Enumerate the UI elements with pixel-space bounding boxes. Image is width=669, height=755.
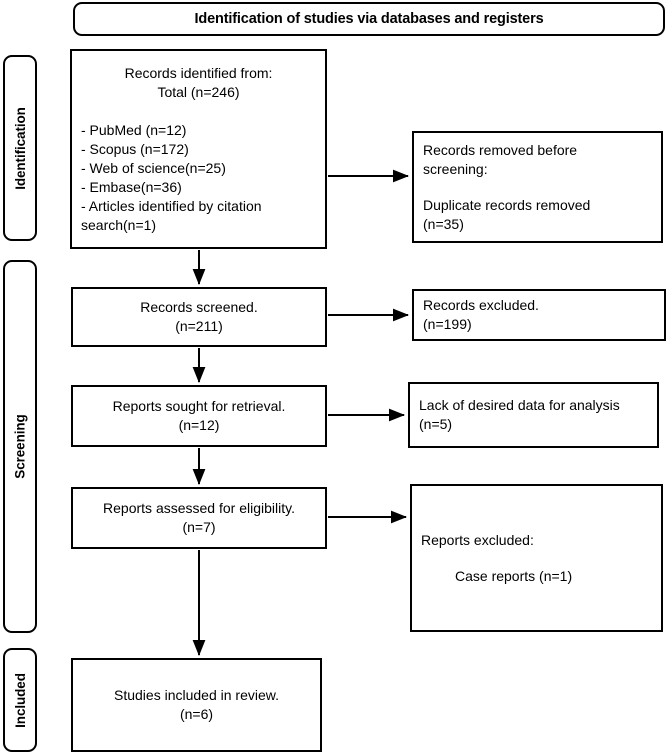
box-records-screened: Records screened. (n=211)	[71, 287, 327, 347]
records-identified-source-web-of-science: - Web of science(n=25)	[81, 159, 226, 176]
reports-excluded-line-2: Case reports (n=1)	[455, 567, 573, 584]
reports-sought-line-1: Reports sought for retrieval.	[112, 398, 286, 414]
box-reports-assessed: Reports assessed for eligibility. (n=7)	[71, 487, 327, 549]
records-identified-source-embase: - Embase(n=36)	[81, 178, 182, 195]
records-identified-source-scopus: - Scopus (n=172)	[81, 140, 189, 157]
lack-of-data-line-1: Lack of desired data for analysis	[419, 397, 620, 413]
studies-included-line-2: (n=6)	[179, 706, 214, 722]
box-records-removed: Records removed before screening: Duplic…	[412, 131, 663, 243]
stage-label-identification: Identification	[3, 55, 37, 241]
diagram-header-banner: Identification of studies via databases …	[73, 2, 665, 36]
box-reports-excluded: Reports excluded: Case reports (n=1)	[410, 484, 663, 632]
stage-label-identification-text: Identification	[12, 106, 28, 190]
box-records-identified: Records identified from: Total (n=246) -…	[70, 49, 327, 249]
diagram-header-title: Identification of studies via databases …	[194, 11, 544, 27]
reports-excluded-line-1: Reports excluded:	[421, 531, 534, 548]
stage-label-included-text: Included	[12, 672, 28, 728]
records-screened-line-2: (n=211)	[175, 318, 223, 334]
stage-label-screening: Screening	[3, 260, 37, 633]
records-excluded-line-1: Records excluded.	[423, 297, 539, 313]
records-removed-line-1: Records removed before	[423, 141, 578, 158]
box-studies-included: Studies included in review. (n=6)	[71, 658, 322, 752]
box-reports-sought: Reports sought for retrieval. (n=12)	[71, 385, 327, 447]
box-records-excluded: Records excluded. (n=199)	[412, 289, 666, 341]
records-identified-heading-1: Records identified from:	[124, 64, 273, 81]
box-lack-of-data: Lack of desired data for analysis (n=5)	[408, 382, 659, 448]
records-screened-line-1: Records screened.	[140, 299, 258, 315]
reports-sought-line-2: (n=12)	[178, 417, 220, 433]
studies-included-line-1: Studies included in review.	[114, 687, 279, 703]
stage-label-screening-text: Screening	[12, 414, 28, 479]
records-identified-source-citation-search: - Articles identified by citation search…	[81, 197, 262, 233]
records-removed-line-4: (n=35)	[423, 215, 464, 232]
records-removed-line-3: Duplicate records removed	[423, 196, 591, 213]
records-identified-source-pubmed: - PubMed (n=12)	[81, 121, 187, 138]
reports-assessed-line-1: Reports assessed for eligibility.	[103, 500, 295, 516]
records-identified-heading-2: Total (n=246)	[157, 83, 240, 100]
lack-of-data-line-2: (n=5)	[419, 416, 453, 432]
records-excluded-line-2: (n=199)	[423, 316, 472, 332]
reports-assessed-line-2: (n=7)	[182, 519, 216, 535]
records-removed-line-2: screening:	[423, 160, 488, 177]
stage-label-included: Included	[3, 648, 37, 752]
